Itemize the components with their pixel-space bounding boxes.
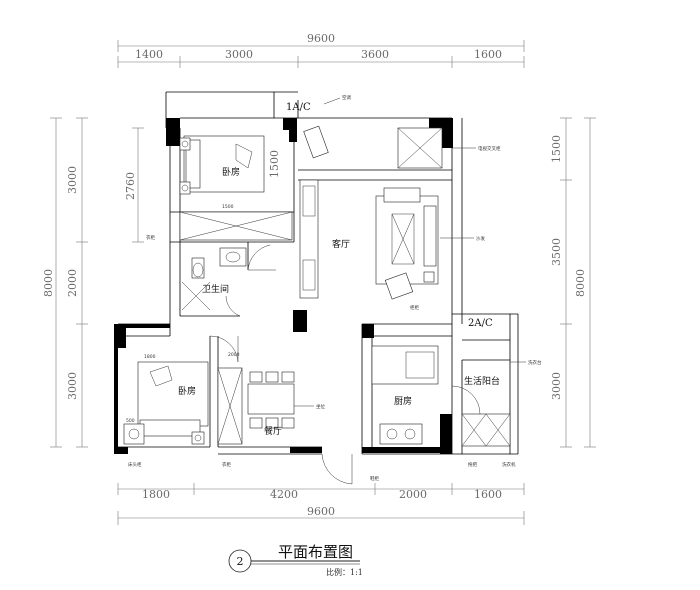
note-wash-basin: 洗衣台 xyxy=(528,359,542,366)
nightstand-icon xyxy=(179,137,191,151)
room-balcony: 生活阳台 xyxy=(464,375,500,387)
stove-icon xyxy=(379,423,423,445)
note-washer: 洗衣机 xyxy=(502,461,516,468)
wall-columns xyxy=(114,118,453,454)
bottom-seg-3: 2000 xyxy=(399,488,427,501)
ac-label-2: 2A/C xyxy=(468,318,493,329)
doors xyxy=(209,244,481,485)
top-total-dim: 9600 xyxy=(307,32,335,45)
note-aircon: 空调 xyxy=(342,94,351,101)
note-wardrobe-1: 衣柜 xyxy=(146,234,155,241)
room-kitchen: 厨房 xyxy=(394,395,412,407)
top-seg-2: 3000 xyxy=(225,48,253,61)
room-bedroom-top: 卧房 xyxy=(222,166,240,178)
title-scale: 比例：1:1 xyxy=(326,567,363,577)
left-seg-1: 3000 xyxy=(66,166,79,194)
left-inner-dim: 2760 xyxy=(124,172,137,200)
bottom-seg-4: 1600 xyxy=(474,488,502,501)
note-mop-pool: 拖把 xyxy=(468,461,477,468)
right-dimensions: 1500 3500 3000 8000 xyxy=(550,117,596,448)
bottom-dimensions: 1800 4200 2000 1600 9600 xyxy=(117,483,525,525)
note-wardrobe-2: 衣柜 xyxy=(222,461,231,468)
title-main: 平面布置图 xyxy=(278,543,353,561)
note-shoe-cabinet: 鞋柜 xyxy=(370,475,379,482)
note-dim-1: 1500 xyxy=(222,204,234,210)
bottom-total-dim: 9600 xyxy=(307,505,335,518)
note-tv-cabinet: 电视交叉柜 xyxy=(478,145,501,152)
bed-bottom xyxy=(137,361,209,427)
bottom-seg-2: 4200 xyxy=(270,488,298,501)
right-seg-2: 3500 xyxy=(550,238,563,266)
left-total-dim: 8000 xyxy=(42,269,55,297)
note-seat: 坐位 xyxy=(316,403,325,410)
room-bathroom: 卫生间 xyxy=(202,283,229,295)
bed1-width-dim: 1500 xyxy=(268,150,281,178)
aircon-icon xyxy=(303,125,329,159)
note-dim-3: 1800 xyxy=(144,354,156,360)
right-seg-1: 1500 xyxy=(550,135,563,163)
note-dining: 餐厅 xyxy=(264,425,282,437)
top-dimensions: 9600 1400 3000 3600 1600 xyxy=(117,32,525,68)
note-bed-cabinet: 床头柜 xyxy=(128,461,142,468)
right-total-dim: 8000 xyxy=(574,269,587,297)
title-block: 2 平面布置图 比例：1:1 xyxy=(228,543,363,577)
left-dimensions: 8000 3000 2000 3000 2760 xyxy=(42,117,144,448)
left-seg-2: 2000 xyxy=(66,269,79,297)
note-cabinet: 柜柜 xyxy=(410,304,419,311)
right-seg-3: 3000 xyxy=(550,372,563,400)
tv-cabinet xyxy=(299,179,319,299)
kitchen-counter xyxy=(371,345,439,385)
room-living: 客厅 xyxy=(332,238,350,250)
note-sofa: 沙发 xyxy=(476,235,485,242)
top-seg-3: 3600 xyxy=(361,48,389,61)
title-number: 2 xyxy=(237,555,244,568)
bottom-seg-1: 1800 xyxy=(142,488,170,501)
ac-label-1: 1A/C xyxy=(286,102,311,113)
annotations: 空调 电视交叉柜 衣柜 沙发 柜柜 洗衣台 床头柜 衣柜 餐厅 坐位 鞋柜 拖把… xyxy=(126,94,542,482)
room-bedroom-bottom: 卧房 xyxy=(178,385,196,397)
top-seg-4: 1600 xyxy=(474,48,502,61)
top-seg-1: 1400 xyxy=(135,48,163,61)
dining-table xyxy=(247,383,295,415)
left-seg-3: 3000 xyxy=(66,372,79,400)
furniture xyxy=(123,125,511,447)
note-dim-2: 2000 xyxy=(228,352,240,358)
note-dim-4: 500 xyxy=(126,418,135,424)
toilet-icon xyxy=(191,257,205,279)
sink-icon xyxy=(219,247,247,267)
